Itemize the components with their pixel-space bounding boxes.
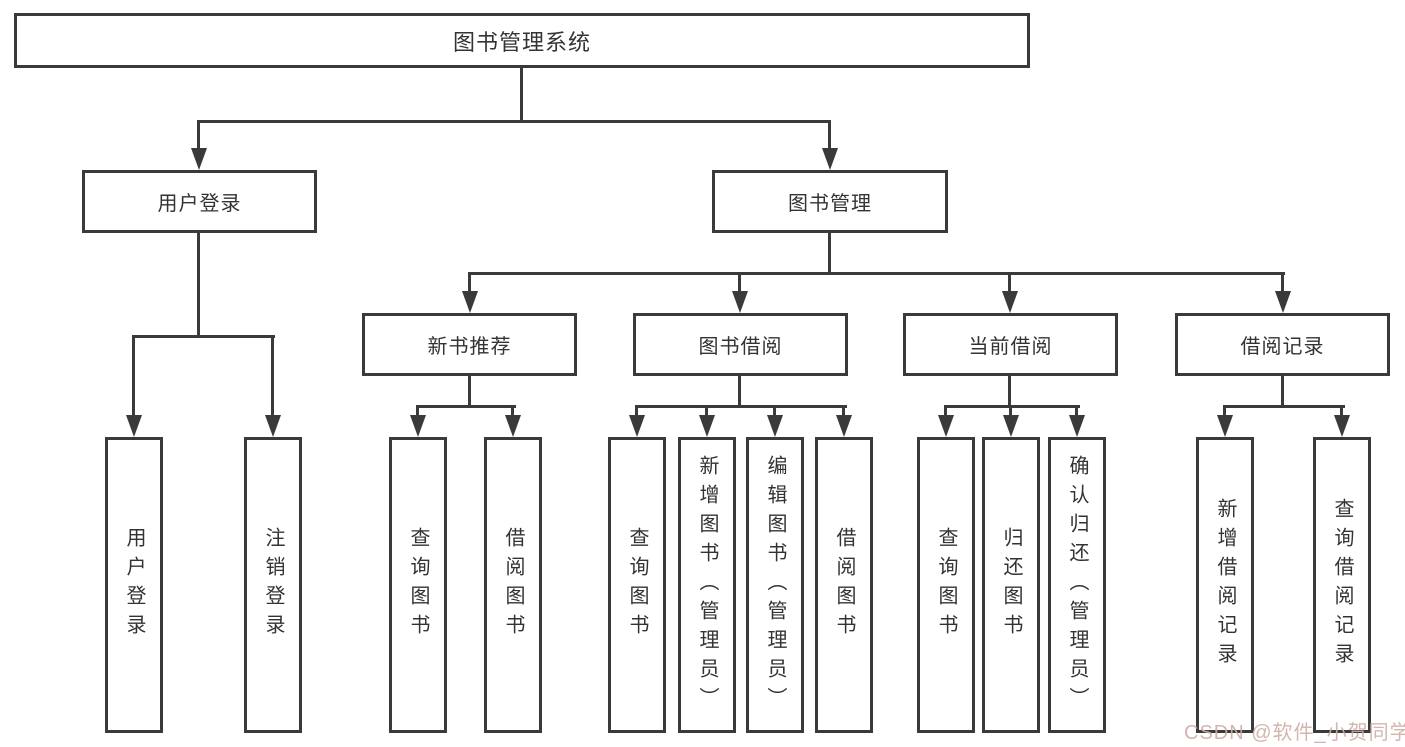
node-new-book-recommendation: 新书推荐: [362, 313, 577, 376]
leaf-label: 用户登录: [123, 527, 145, 643]
connector-line: [520, 67, 523, 122]
connector-line: [705, 405, 708, 419]
arrow-down-icon: [505, 415, 521, 437]
connector-line: [944, 405, 947, 419]
connector-line: [416, 405, 419, 419]
arrow-down-icon: [1002, 291, 1018, 313]
root-label: 图书管理系统: [452, 29, 591, 55]
connector-line: [416, 405, 516, 408]
leaf-label: 归还图书: [1000, 527, 1022, 643]
connector-line: [1281, 375, 1284, 407]
leaf-label: 查询图书: [407, 527, 429, 643]
arrow-down-icon: [836, 415, 852, 437]
leaf-borrow-books: 借阅图书: [815, 437, 873, 733]
leaf-query-books-borrowing: 查询图书: [608, 437, 666, 733]
connector-line: [1223, 405, 1226, 419]
connector-line: [1009, 405, 1012, 419]
arrow-down-icon: [767, 415, 783, 437]
connector-line: [773, 405, 776, 419]
arrow-down-icon: [938, 415, 954, 437]
connector-line: [828, 232, 831, 275]
arrow-down-icon: [1069, 415, 1085, 437]
arrow-down-icon: [191, 148, 207, 170]
node-label: 借阅记录: [1240, 336, 1325, 358]
connector-line: [635, 405, 638, 419]
leaf-return-books: 归还图书: [982, 437, 1040, 733]
node-label: 当前借阅: [968, 336, 1053, 358]
leaf-user-login: 用户登录: [105, 437, 163, 733]
connector-line: [197, 120, 831, 123]
leaf-confirm-return-admin: 确认归还（管理员）: [1048, 437, 1106, 733]
arrow-down-icon: [126, 415, 142, 437]
connector-line: [132, 335, 275, 338]
connector-line: [738, 375, 741, 407]
arrow-down-icon: [1003, 415, 1019, 437]
leaf-query-borrow-record: 查询借阅记录: [1313, 437, 1371, 733]
connector-line: [1008, 375, 1011, 407]
arrow-down-icon: [265, 415, 281, 437]
node-label: 新书推荐: [427, 336, 512, 358]
connector-line: [511, 405, 514, 419]
arrow-down-icon: [822, 148, 838, 170]
connector-line: [1008, 272, 1011, 293]
arrow-down-icon: [629, 415, 645, 437]
leaf-label: 借阅图书: [502, 527, 524, 643]
leaf-add-book-admin: 新增图书（管理员）: [678, 437, 736, 733]
node-library-management-system: 图书管理系统: [14, 13, 1030, 68]
arrow-down-icon: [1275, 291, 1291, 313]
arrow-down-icon: [1334, 415, 1350, 437]
node-borrowing-records: 借阅记录: [1175, 313, 1390, 376]
leaf-label: 新增借阅记录: [1214, 498, 1236, 672]
arrow-down-icon: [1217, 415, 1233, 437]
leaf-label: 注销登录: [262, 527, 284, 643]
connector-line: [468, 272, 471, 293]
connector-line: [944, 405, 1080, 408]
connector-line: [635, 405, 847, 408]
connector-line: [1223, 405, 1345, 408]
connector-line: [271, 335, 274, 418]
leaf-query-books-current: 查询图书: [917, 437, 975, 733]
node-book-management: 图书管理: [712, 170, 948, 233]
leaf-logout: 注销登录: [244, 437, 302, 733]
connector-line: [828, 120, 831, 152]
leaf-label: 查询借阅记录: [1331, 498, 1353, 672]
node-user-login: 用户登录: [82, 170, 317, 233]
leaf-query-books-recommend: 查询图书: [389, 437, 447, 733]
arrow-down-icon: [699, 415, 715, 437]
node-current-borrowing: 当前借阅: [903, 313, 1118, 376]
arrow-down-icon: [462, 291, 478, 313]
node-label: 图书管理: [788, 193, 872, 215]
leaf-edit-book-admin: 编辑图书（管理员）: [746, 437, 804, 733]
connector-line: [738, 272, 741, 293]
node-label: 用户登录: [157, 193, 242, 215]
leaf-label: 查询图书: [626, 527, 648, 643]
leaf-label: 借阅图书: [833, 527, 855, 643]
node-label: 图书借阅: [698, 336, 783, 358]
node-book-borrowing: 图书借阅: [633, 313, 848, 376]
leaf-label: 确认归还（管理员）: [1066, 454, 1088, 716]
leaf-add-borrow-record: 新增借阅记录: [1196, 437, 1254, 733]
connector-line: [468, 272, 1285, 275]
connector-line: [1075, 405, 1078, 419]
connector-line: [197, 232, 200, 338]
leaf-label: 新增图书（管理员）: [696, 454, 718, 716]
connector-line: [1340, 405, 1343, 419]
leaf-label: 查询图书: [935, 527, 957, 643]
connector-line: [468, 375, 471, 407]
arrow-down-icon: [732, 291, 748, 313]
connector-line: [842, 405, 845, 419]
arrow-down-icon: [410, 415, 426, 437]
connector-line: [1281, 272, 1284, 293]
connector-line: [132, 335, 135, 418]
connector-line: [197, 120, 200, 152]
leaf-label: 编辑图书（管理员）: [764, 454, 786, 716]
leaf-borrow-books-recommend: 借阅图书: [484, 437, 542, 733]
watermark: CSDN @软件_小贺同学: [1184, 722, 1405, 744]
